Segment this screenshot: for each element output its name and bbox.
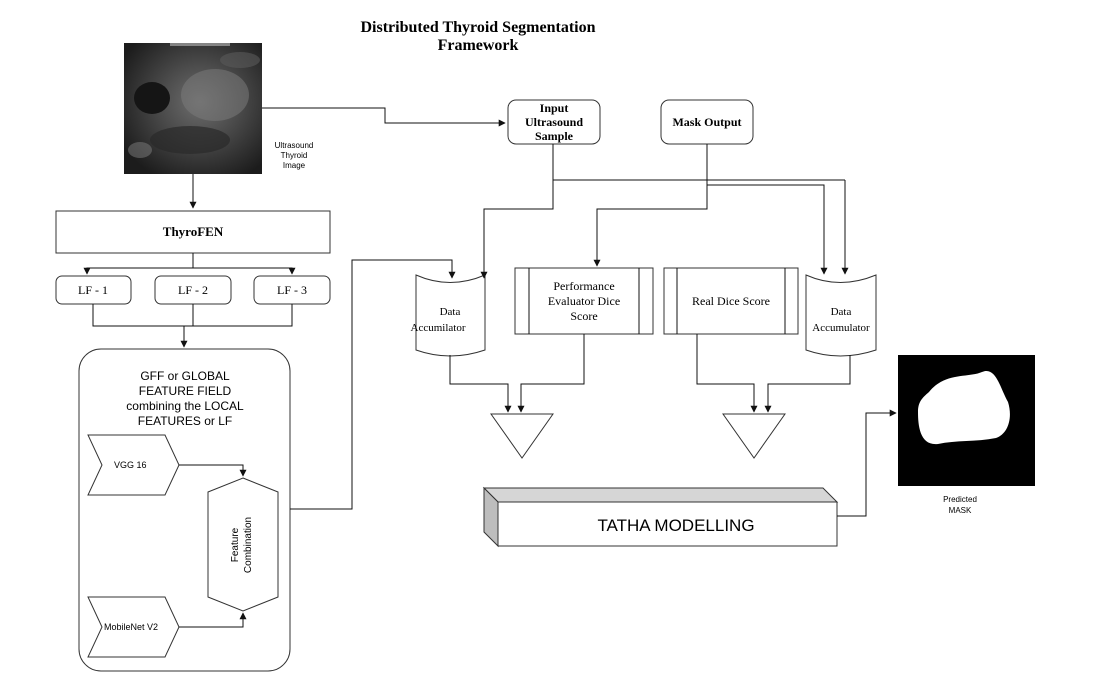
input-box-line-1: Input bbox=[540, 101, 569, 115]
connector-input-to-accumulator bbox=[480, 144, 554, 279]
performance-evaluator-line-3: Score bbox=[570, 309, 597, 323]
predicted-mask-caption-line-1: Predicted bbox=[943, 495, 977, 504]
connectors bbox=[83, 107, 897, 628]
connector-right-accumulator-to-triangle bbox=[764, 355, 851, 413]
lf-3-label: LF - 3 bbox=[277, 283, 307, 297]
data-accumulator-left: Data Accumilator bbox=[411, 274, 486, 357]
gff-line-1: GFF or GLOBAL bbox=[140, 369, 230, 383]
merge-triangle-left bbox=[490, 413, 554, 459]
connector-thyrofen-to-lf1 bbox=[83, 253, 194, 275]
ultrasound-thyroid-image bbox=[124, 43, 262, 174]
input-box-line-2: Ultrasound bbox=[525, 115, 583, 129]
vgg16-input: VGG 16 bbox=[87, 434, 180, 496]
input-box-line-3: Sample bbox=[535, 129, 574, 143]
connector-thyrofen-to-lf3 bbox=[193, 267, 296, 275]
thyrofen-box: ThyroFEN bbox=[55, 210, 331, 254]
ultrasound-caption-line-3: Image bbox=[283, 161, 306, 170]
connector-vgg-to-combination bbox=[179, 464, 247, 477]
input-ultrasound-sample-box: Input Ultrasound Sample bbox=[507, 99, 601, 145]
merge-triangle-right bbox=[722, 413, 786, 459]
lf-2-label: LF - 2 bbox=[178, 283, 208, 297]
predicted-mask-caption: Predicted MASK bbox=[943, 495, 977, 515]
gff-line-4: FEATURES or LF bbox=[138, 414, 232, 428]
accumulator-left-line-1: Data bbox=[440, 306, 461, 318]
real-dice-score-label: Real Dice Score bbox=[692, 294, 770, 308]
data-accumulator-right: Data Accumulator bbox=[805, 274, 877, 357]
tatha-modelling-box: TATHA MODELLING bbox=[482, 486, 839, 548]
feature-combination-line-1: Feature bbox=[230, 527, 241, 562]
ultrasound-caption: Ultrasound Thyroid Image bbox=[275, 141, 314, 170]
title-line-1: Distributed Thyroid Segmentation bbox=[361, 19, 596, 36]
real-dice-score-box: Real Dice Score bbox=[663, 267, 799, 335]
thyrofen-label: ThyroFEN bbox=[163, 224, 224, 239]
connector-mask-to-evaluator bbox=[593, 144, 708, 267]
mask-output-box: Mask Output bbox=[660, 99, 754, 145]
accumulator-left-line-2: Accumilator bbox=[411, 322, 466, 334]
connector-tatha-to-mask bbox=[837, 409, 897, 517]
title-line-2: Framework bbox=[438, 37, 519, 54]
mobilenet-v2-input: MobileNet V2 bbox=[87, 596, 180, 658]
connector-left-accumulator-to-triangle bbox=[449, 355, 512, 413]
connector-mask-to-right-accumulator bbox=[707, 184, 828, 275]
vgg16-label: VGG 16 bbox=[114, 460, 147, 470]
local-feature-lf-2: LF - 2 bbox=[154, 275, 232, 305]
connector-real-dice-to-triangle bbox=[696, 334, 758, 413]
local-feature-lf-3: LF - 3 bbox=[253, 275, 331, 305]
tatha-modelling-label: TATHA MODELLING bbox=[597, 516, 754, 535]
predicted-mask-caption-line-2: MASK bbox=[949, 506, 972, 515]
diagram-title: Distributed Thyroid Segmentation Framewo… bbox=[361, 19, 596, 54]
local-feature-lf-1: LF - 1 bbox=[55, 275, 132, 305]
mobilenet-label: MobileNet V2 bbox=[104, 622, 158, 632]
accumulator-right-line-2: Accumulator bbox=[812, 322, 870, 334]
connector-evaluator-to-triangle bbox=[517, 334, 585, 413]
performance-evaluator-box: Performance Evaluator Dice Score bbox=[514, 267, 654, 335]
performance-evaluator-line-2: Evaluator Dice bbox=[548, 294, 620, 308]
predicted-mask-image bbox=[898, 355, 1035, 486]
ultrasound-caption-line-1: Ultrasound bbox=[275, 141, 314, 150]
performance-evaluator-line-1: Performance bbox=[553, 279, 614, 293]
gff-line-2: FEATURE FIELD bbox=[139, 384, 232, 398]
feature-combination-line-2: Combination bbox=[243, 517, 254, 573]
connector-image-to-input bbox=[262, 107, 506, 127]
lf-1-label: LF - 1 bbox=[78, 283, 108, 297]
mask-output-label: Mask Output bbox=[672, 115, 741, 129]
ultrasound-caption-line-2: Thyroid bbox=[281, 151, 308, 160]
feature-combination-hexagon: Feature Combination bbox=[207, 477, 279, 612]
gff-line-3: combining the LOCAL bbox=[126, 399, 244, 413]
connector-gff-to-accumulator bbox=[290, 259, 456, 510]
accumulator-right-line-1: Data bbox=[831, 306, 852, 318]
connector-mobilenet-to-combination bbox=[179, 612, 247, 628]
